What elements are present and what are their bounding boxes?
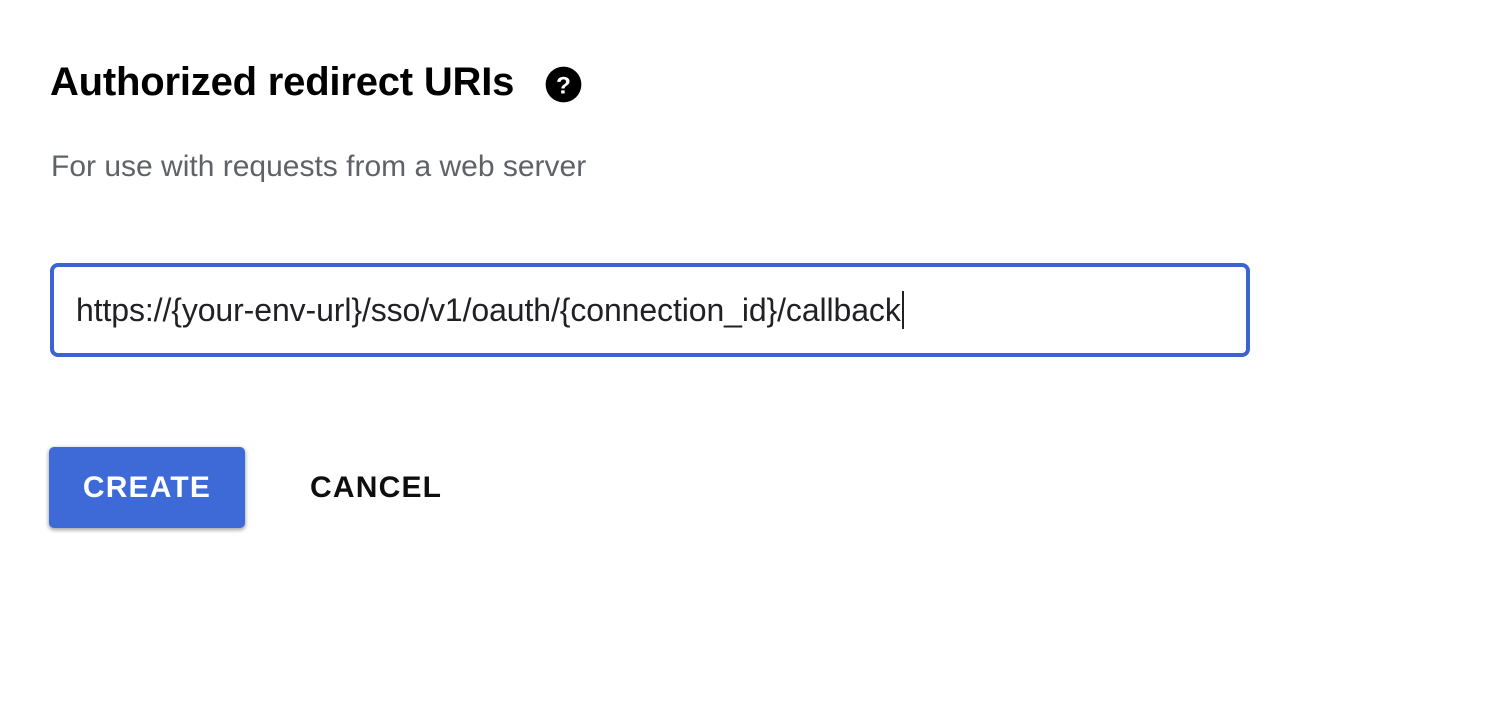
section-heading-row: Authorized redirect URIs ? — [50, 58, 583, 106]
help-circle-icon[interactable]: ? — [544, 65, 583, 104]
text-caret — [901, 291, 904, 329]
section-subtitle: For use with requests from a web server — [51, 150, 587, 183]
page-title: Authorized redirect URIs — [50, 60, 515, 104]
redirect-uri-value: https://{your-env-url}/sso/v1/oauth/{con… — [76, 292, 901, 328]
action-button-row: CREATE CANCEL — [49, 447, 442, 528]
svg-text:?: ? — [556, 72, 571, 99]
cancel-button[interactable]: CANCEL — [310, 447, 442, 528]
redirect-uri-input[interactable]: https://{your-env-url}/sso/v1/oauth/{con… — [50, 263, 1250, 357]
create-button[interactable]: CREATE — [49, 447, 245, 528]
